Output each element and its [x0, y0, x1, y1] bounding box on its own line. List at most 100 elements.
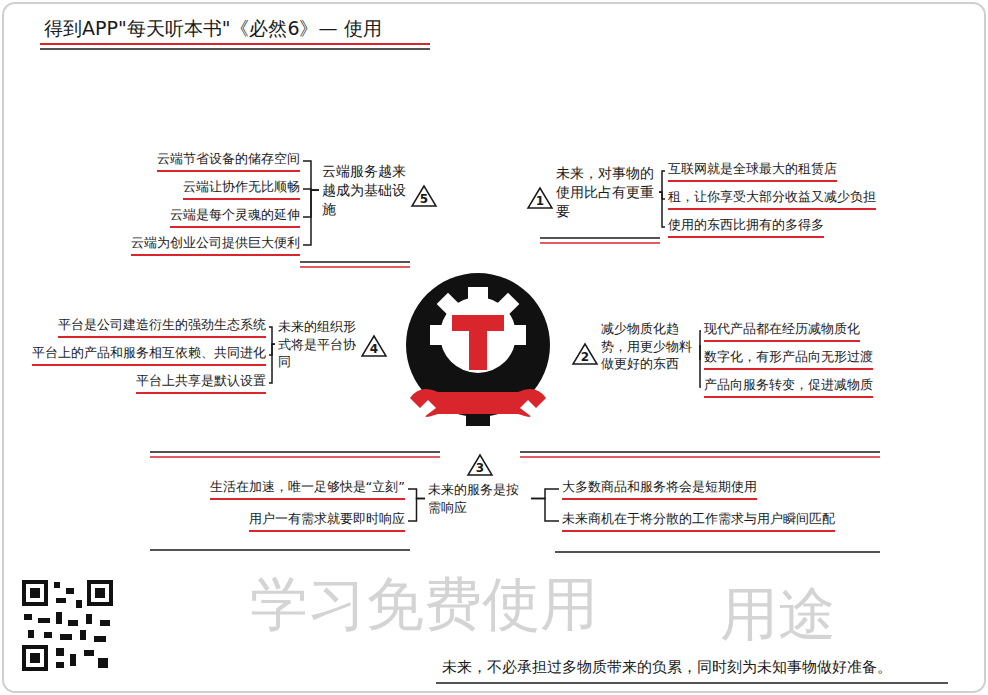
qr-cell	[84, 650, 94, 656]
item-text: 未来商机在于将分散的工作需求与用户瞬间匹配	[562, 510, 835, 528]
bracket-connector	[269, 344, 275, 383]
item-node: 互联网就是全球最大的租赁店	[668, 160, 837, 182]
decor-line	[150, 456, 440, 458]
qr-cell	[54, 582, 60, 588]
bracket-connector	[303, 190, 319, 245]
qr-finder	[30, 653, 40, 663]
bracket-connector	[531, 499, 559, 521]
item-node: 用户一有需求就要即时响应	[249, 510, 405, 532]
topic-node: 未来的服务是按需响应	[428, 481, 528, 516]
topic-node: 减少物质化趋势，用更少物料做更好的东西	[601, 320, 696, 373]
decor-line	[436, 682, 948, 684]
item-node: 平台上共享是默认设置	[136, 372, 266, 394]
qr-cell	[76, 600, 82, 608]
item-text: 产品向服务转变，促进减物质	[704, 376, 873, 394]
bracket-connector	[531, 489, 559, 499]
bracket-connector	[408, 499, 425, 521]
item-text: 租，让你享受大部分收益又减少负担	[668, 188, 876, 206]
qr-finder	[91, 584, 109, 602]
decor-line	[150, 451, 440, 453]
item-text: 云端为创业公司提供巨大便利	[131, 234, 300, 252]
item-node: 云端是每个灵魂的延伸	[170, 206, 300, 228]
item-text: 互联网就是全球最大的租赁店	[668, 160, 837, 178]
item-node: 平台是公司建造衍生的强劲生态系统	[58, 316, 266, 338]
item-text: 云端是每个灵魂的延伸	[170, 206, 300, 224]
bracket-connector	[269, 327, 275, 344]
qr-code	[20, 578, 115, 673]
item-text: 云端让协作无比顺畅	[183, 178, 300, 196]
topic-node: 云端服务越来越成为基础设施	[322, 162, 410, 219]
callout-number: 2	[574, 350, 596, 364]
page-frame	[3, 3, 985, 692]
qr-cell	[100, 620, 110, 626]
topic-text: 未来的服务是按需响应	[428, 481, 528, 516]
topic-text: 未来的组织形式将是平台协同	[278, 318, 360, 371]
item-text: 用户一有需求就要即时响应	[249, 510, 405, 528]
qr-cell	[68, 620, 78, 626]
title-underline	[40, 48, 430, 50]
bracket-connector	[408, 489, 425, 499]
decor-line	[520, 451, 880, 453]
item-node: 云端为创业公司提供巨大便利	[131, 234, 300, 256]
callout-triangle	[573, 344, 597, 364]
wrench	[410, 389, 546, 426]
item-text: 平台是公司建造衍生的强劲生态系统	[58, 316, 266, 334]
decor-line	[300, 261, 410, 263]
callout-number: 3	[469, 461, 491, 475]
hammer-head	[452, 315, 504, 331]
qr-cell	[56, 662, 64, 668]
topic-node: 未来的组织形式将是平台协同	[278, 318, 360, 371]
item-text: 平台上的产品和服务相互依赖、共同进化	[32, 344, 266, 362]
callout-triangle	[362, 336, 386, 356]
topic-text: 未来，对事物的使用比占有更重要	[556, 164, 656, 221]
item-node: 云端让协作无比顺畅	[183, 178, 300, 200]
decor-line	[150, 549, 410, 551]
qr-cell	[94, 636, 106, 642]
gear-tooth	[437, 293, 460, 316]
hammer	[452, 315, 504, 370]
callout-triangle	[528, 188, 552, 208]
callout-triangles	[362, 186, 597, 475]
gear-tooth	[468, 287, 488, 303]
wrench-base	[466, 414, 490, 426]
bracket-connector	[659, 192, 665, 227]
decor-line	[555, 551, 880, 553]
bracket-connector	[303, 161, 319, 190]
wrench-body	[410, 389, 546, 417]
bracket-connector	[699, 331, 701, 346]
hammer-handle	[469, 330, 487, 370]
qr-finder	[30, 588, 40, 598]
callout-number: 1	[529, 194, 551, 208]
qr-cell	[80, 630, 86, 640]
item-node: 大多数商品和服务将会是短期使用	[562, 478, 757, 500]
title: 得到APP"每天听本书"《必然6》— 使用	[44, 16, 382, 42]
item-node: 云端节省设备的储存空间	[157, 150, 300, 172]
item-node: 生活在加速，唯一足够快是“立刻”	[210, 478, 405, 500]
qr-cell	[44, 632, 52, 638]
callout-number: 4	[363, 342, 385, 356]
qr-cell	[56, 648, 64, 656]
item-node: 租，让你享受大部分收益又减少负担	[668, 188, 876, 210]
item-node: 平台上的产品和服务相互依赖、共同进化	[32, 344, 266, 366]
qr-finder	[26, 649, 44, 667]
item-node: 使用的东西比拥有的多得多	[668, 216, 824, 238]
qr-cell	[28, 630, 34, 638]
item-node: 未来商机在于将分散的工作需求与用户瞬间匹配	[562, 510, 835, 532]
qr-cell	[60, 634, 72, 640]
topic-node: 未来，对事物的使用比占有更重要	[556, 164, 656, 221]
item-text: 现代产品都在经历减物质化	[704, 320, 860, 338]
item-node: 产品向服务转变，促进减物质	[704, 376, 873, 398]
qr-cell	[86, 614, 92, 624]
qr-cell	[66, 588, 74, 594]
qr-ground	[20, 578, 115, 673]
qr-cell	[38, 618, 50, 623]
bracket-connector	[659, 171, 665, 192]
qr-cell	[24, 614, 32, 620]
qr-finder	[87, 580, 113, 606]
watermark: 学习免费使用	[250, 566, 598, 644]
callout-number: 5	[413, 192, 435, 206]
callout-triangle	[412, 186, 436, 206]
item-text: 生活在加速，唯一足够快是“立刻”	[210, 478, 405, 496]
qr-cell	[56, 612, 62, 624]
decor-line	[300, 266, 410, 268]
